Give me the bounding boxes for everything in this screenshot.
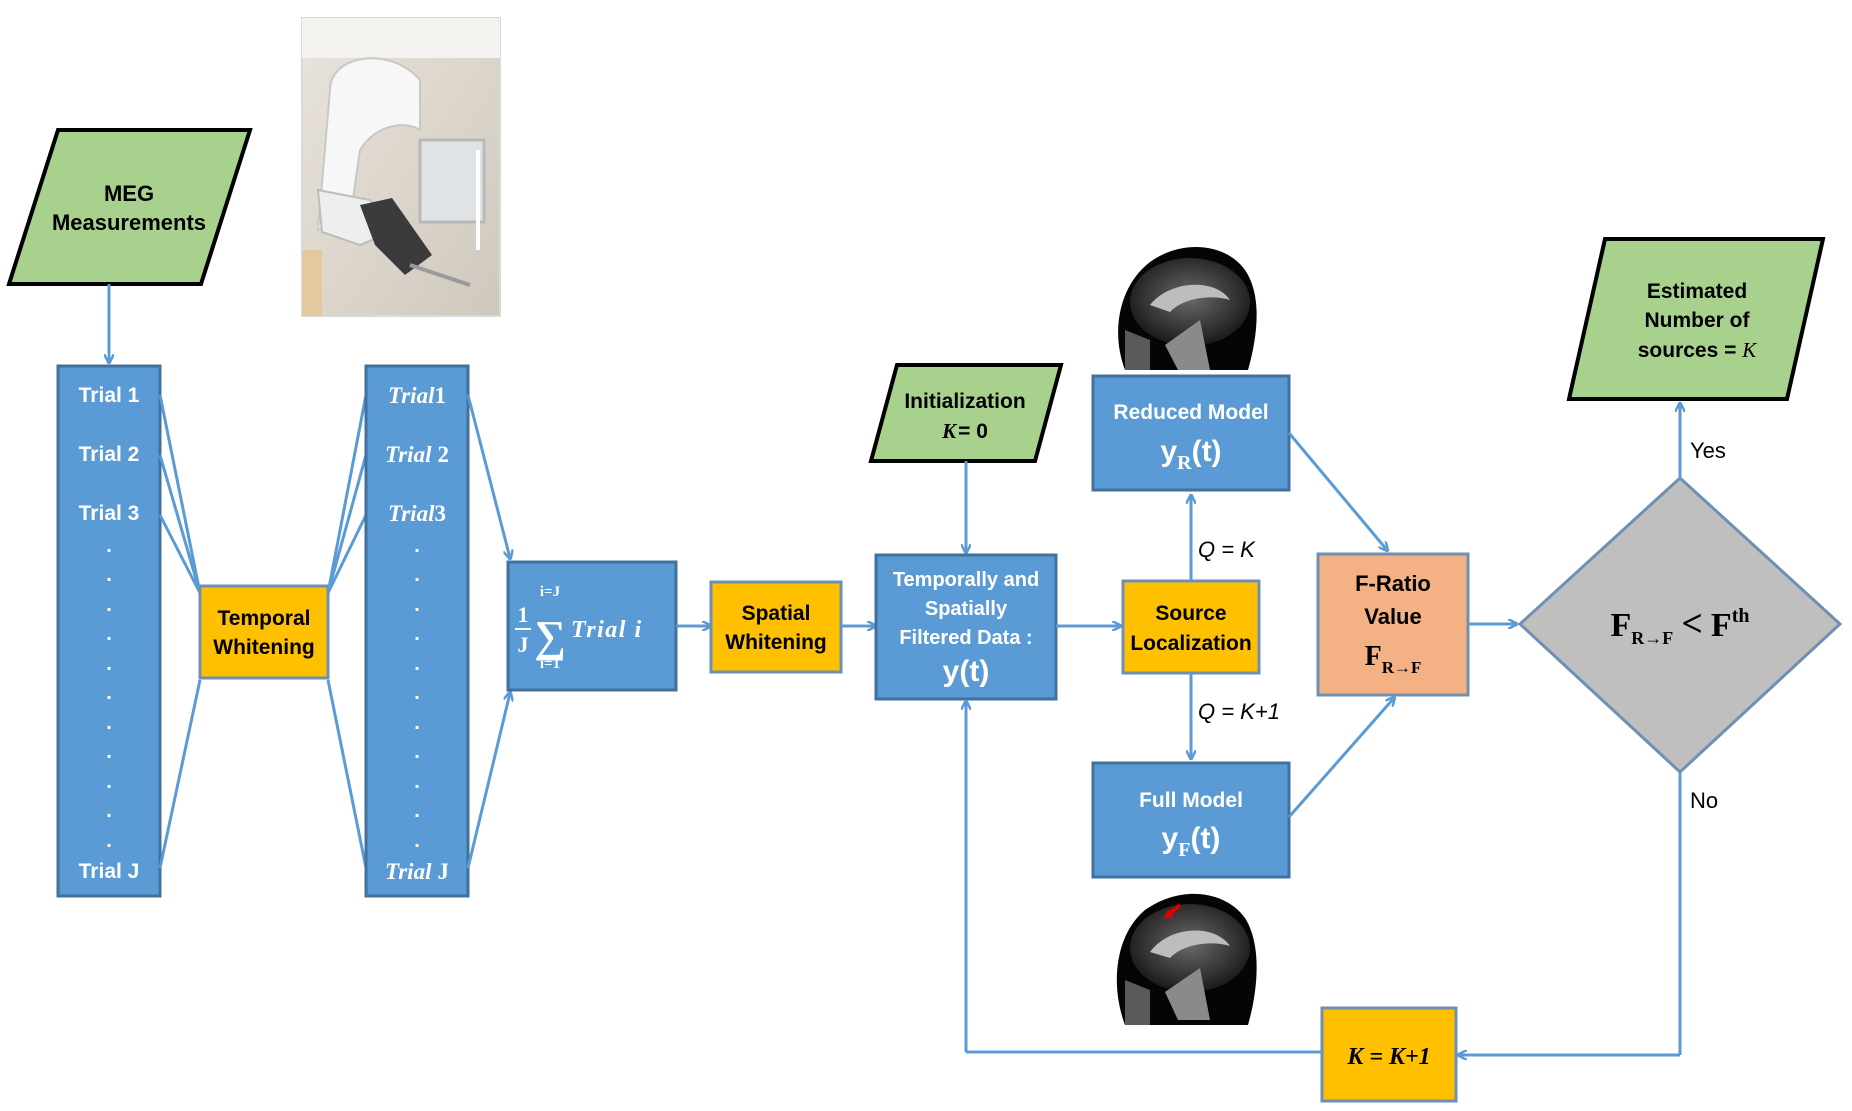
- decision-condition: FR→F<Fth: [1610, 603, 1749, 648]
- source-localization-box: Source Localization: [1121, 579, 1261, 675]
- full-model-box: Full Model yF(t): [1091, 761, 1291, 879]
- fratio-line1: F-Ratio: [1355, 571, 1431, 596]
- q-reduced-label: Q = K: [1198, 537, 1256, 562]
- meg-label-line2: Measurements: [52, 210, 206, 235]
- meg-label-line1: MEG: [104, 181, 154, 206]
- filtered-line1: Temporally and: [893, 569, 1039, 591]
- svg-text:.: .: [414, 800, 420, 822]
- svg-text:.: .: [414, 830, 420, 852]
- meg-scanner-photo-icon: [301, 17, 501, 317]
- increment-k-box: K = K+1: [1320, 1006, 1458, 1103]
- arrow-trials-to-average-bottom: [466, 693, 510, 869]
- filtered-data-box: Temporally and Spatially Filtered Data :…: [874, 553, 1058, 701]
- spatial-whitening-line1: Spatial: [742, 602, 811, 625]
- reduced-model-title: Reduced Model: [1113, 401, 1268, 424]
- trial-1-label: Trial 1: [79, 384, 140, 407]
- filtered-line2: Spatially: [925, 598, 1008, 620]
- q-full-label: Q = K+1: [1198, 699, 1280, 724]
- sum-term: Trial i: [571, 617, 643, 643]
- f-ratio-box: F-Ratio Value FR→F: [1316, 552, 1470, 697]
- svg-text:.: .: [414, 564, 420, 586]
- filtered-line3: Filtered Data :: [899, 627, 1032, 649]
- trials-column-left: Trial 1 Trial 2 Trial 3 . . . . . . . . …: [56, 364, 162, 898]
- estimated-line3: sources = K: [1638, 338, 1757, 362]
- filtered-yt: y(t): [943, 655, 990, 688]
- full-model-title: Full Model: [1139, 789, 1243, 812]
- svg-text:.: .: [414, 535, 420, 557]
- spatial-whitening-line2: Whitening: [725, 631, 826, 654]
- source-localization-line1: Source: [1155, 602, 1226, 625]
- arrow-reduced-to-fratio: [1287, 432, 1387, 550]
- brain-mri-full-icon: [1116, 893, 1257, 1025]
- svg-text:.: .: [106, 594, 112, 616]
- initialization-input: Initialization K= 0: [868, 363, 1064, 463]
- temporal-whitening-box: Temporal Whitening: [198, 584, 330, 680]
- estimated-sources-output: Estimated Number of sources = K: [1566, 237, 1826, 401]
- svg-text:.: .: [414, 682, 420, 704]
- svg-text:.: .: [414, 771, 420, 793]
- source-localization-line2: Localization: [1130, 632, 1251, 655]
- fratio-value: FR→F: [1365, 641, 1422, 677]
- estimated-line2: Number of: [1645, 309, 1751, 332]
- reduced-model-box: Reduced Model yR(t): [1091, 374, 1291, 492]
- svg-text:.: .: [106, 682, 112, 704]
- ellipsis-dots-left: . . . . . . . . . . .: [106, 535, 112, 852]
- full-model-y: yF(t): [1162, 822, 1221, 861]
- connectors-trials-to-temporal: [158, 394, 202, 869]
- decision-diamond: FR→F<Fth: [1517, 475, 1843, 775]
- svg-text:.: .: [414, 623, 420, 645]
- svg-text:.: .: [414, 741, 420, 763]
- spatial-whitening-box: Spatial Whitening: [709, 580, 843, 674]
- svg-text:.: .: [106, 741, 112, 763]
- trial-average-box: 1 J i=J ∑ i=1 Trial i: [506, 560, 678, 692]
- trial-1-whitened: Trial1: [388, 383, 446, 408]
- sum-upper-limit: i=J: [540, 584, 561, 600]
- trial-3-whitened: Trial3: [388, 501, 446, 526]
- svg-text:.: .: [106, 830, 112, 852]
- trial-2-label: Trial 2: [79, 443, 140, 466]
- trial-3-label: Trial 3: [79, 502, 140, 525]
- svg-text:.: .: [106, 712, 112, 734]
- svg-text:.: .: [414, 653, 420, 675]
- fraction-denominator: J: [518, 632, 529, 657]
- svg-text:.: .: [106, 771, 112, 793]
- initialization-label: Initialization: [904, 390, 1025, 413]
- brain-mri-reduced-icon: [1118, 247, 1257, 370]
- svg-text:.: .: [106, 535, 112, 557]
- reduced-model-y: yR(t): [1160, 435, 1221, 474]
- arrow-trials-to-average-top: [466, 394, 510, 558]
- increment-k-label: K = K+1: [1346, 1044, 1430, 1070]
- ellipsis-dots-right: . . . . . . . . . . .: [414, 535, 420, 852]
- svg-text:.: .: [414, 594, 420, 616]
- svg-text:.: .: [106, 800, 112, 822]
- no-label: No: [1690, 788, 1718, 813]
- connectors-temporal-to-trials: [326, 394, 368, 869]
- temporal-whitening-line1: Temporal: [218, 607, 311, 630]
- arrow-full-to-fratio: [1287, 698, 1394, 818]
- svg-text:.: .: [106, 564, 112, 586]
- fratio-line2: Value: [1364, 604, 1421, 629]
- fraction-numerator: 1: [518, 602, 529, 627]
- initialization-value: K= 0: [941, 419, 988, 443]
- sum-lower-limit: i=1: [540, 656, 560, 672]
- yes-label: Yes: [1690, 438, 1726, 463]
- meg-measurements-input: MEG Measurements: [6, 128, 253, 286]
- svg-text:.: .: [106, 653, 112, 675]
- estimated-line1: Estimated: [1647, 280, 1747, 303]
- temporal-whitening-line2: Whitening: [213, 636, 314, 659]
- trial-j-label: Trial J: [79, 860, 140, 883]
- svg-text:.: .: [414, 712, 420, 734]
- sum-sigma: ∑: [534, 612, 565, 661]
- svg-text:.: .: [106, 623, 112, 645]
